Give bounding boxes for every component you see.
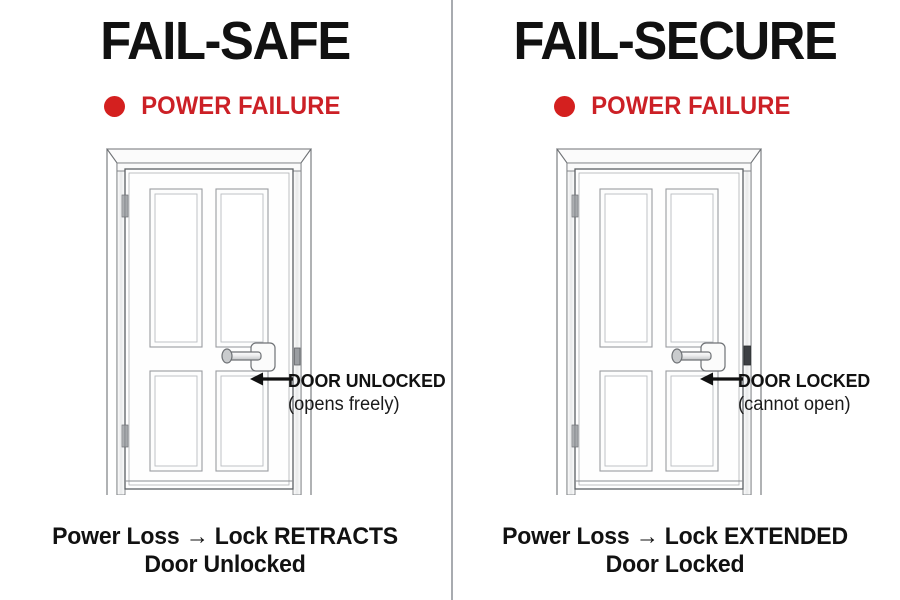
caption-line-1: Power Loss → Lock EXTENDED xyxy=(502,523,848,550)
status-label: POWER FAILURE xyxy=(141,92,341,120)
callout-main-text: DOOR UNLOCKED xyxy=(288,370,446,391)
panel-caption: Power Loss → Lock EXTENDED Door Locked xyxy=(450,523,900,580)
callout-sub-text: (opens freely) xyxy=(288,393,400,415)
left-arrow-icon xyxy=(700,372,743,386)
callout-main-text: DOOR LOCKED xyxy=(738,370,871,391)
callout-locked: DOOR LOCKED (cannot open) xyxy=(738,370,900,415)
caption-line-1: Power Loss → Lock RETRACTS xyxy=(52,523,398,550)
status-label: POWER FAILURE xyxy=(591,92,791,120)
left-arrow-icon xyxy=(250,372,293,386)
panel-divider xyxy=(451,0,453,600)
panel-title: FAIL-SECURE xyxy=(513,11,838,71)
door-illustration xyxy=(103,143,315,495)
status-badge: POWER FAILURE xyxy=(0,92,450,121)
panel-caption: Power Loss → Lock RETRACTS Door Unlocked xyxy=(0,523,450,580)
callout-sub-text: (cannot open) xyxy=(738,393,851,415)
caption-line-2: Door Unlocked xyxy=(144,551,306,579)
door-illustration xyxy=(553,143,765,495)
panel-fail-safe: FAIL-SAFE POWER FAILURE xyxy=(0,11,450,580)
status-badge: POWER FAILURE xyxy=(450,92,900,121)
callout-unlocked: DOOR UNLOCKED (opens freely) xyxy=(288,370,463,415)
panel-fail-secure: FAIL-SECURE POWER FAILURE xyxy=(450,0,900,600)
red-dot-icon xyxy=(104,96,126,117)
red-dot-icon xyxy=(554,96,576,117)
caption-line-2: Door Locked xyxy=(605,551,745,579)
panel-title: FAIL-SAFE xyxy=(100,11,351,71)
